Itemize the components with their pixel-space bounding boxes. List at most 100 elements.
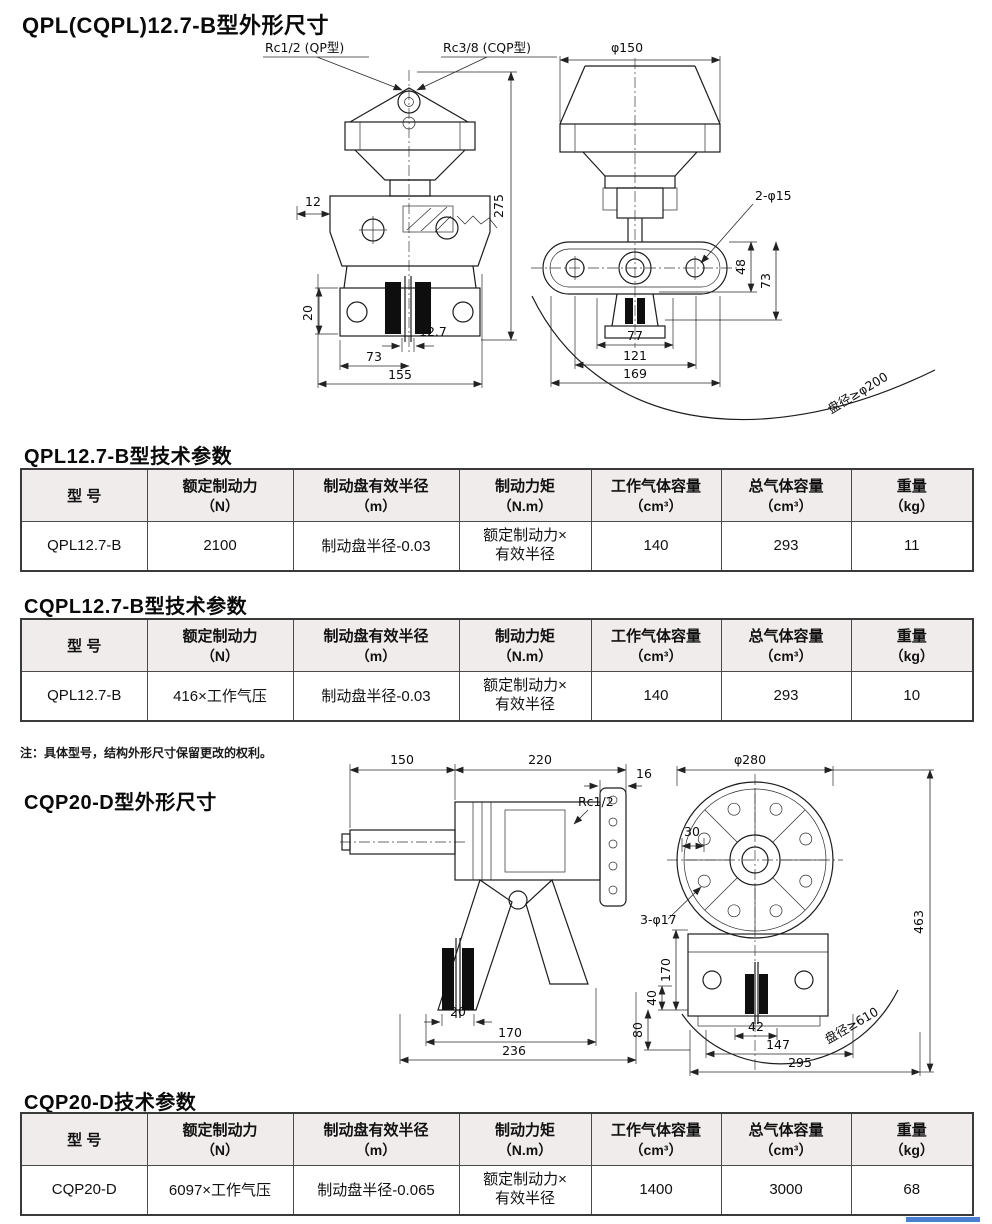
dim-463: 463 <box>911 910 926 934</box>
qpl-side-dimensions: 12 20 275 12.7 73 155 <box>296 71 517 388</box>
cell-working-volume: 140 <box>590 520 722 572</box>
cell-torque: 额定制动力× 有效半径 <box>458 1164 592 1216</box>
dim-phi280: φ280 <box>734 752 766 767</box>
col-total-volume: 总气体容量（cm³） <box>720 468 852 522</box>
cqp-side-view <box>340 787 627 1018</box>
cell-effective-radius: 制动盘半径-0.065 <box>292 1164 460 1216</box>
cell-total-volume: 3000 <box>720 1164 852 1216</box>
col-working-volume: 工作气体容量（cm³） <box>590 1112 722 1166</box>
col-torque: 制动力矩（N.m） <box>458 1112 592 1166</box>
dim-80: 80 <box>630 1022 645 1038</box>
col-rated-force: 额定制动力（N） <box>146 618 294 672</box>
port-label-rc12: Rc1/2 <box>578 794 614 809</box>
qpl-outline-title: QPL(CQPL)12.7-B型外形尺寸 <box>22 13 330 38</box>
page-accent-bar <box>906 1217 980 1222</box>
dim-295: 295 <box>788 1055 812 1070</box>
col-weight: 重量（kg） <box>850 468 974 522</box>
cqp-front-view <box>667 774 899 1072</box>
cell-model: CQP20-D <box>20 1164 148 1216</box>
table-header-row: 型 号 额定制动力（N） 制动盘有效半径（m） 制动力矩（N.m） 工作气体容量… <box>20 618 974 672</box>
cell-torque: 额定制动力× 有效半径 <box>458 670 592 722</box>
table-row: QPL12.7-B 2100 制动盘半径-0.03 额定制动力× 有效半径 14… <box>20 520 974 572</box>
cell-total-volume: 293 <box>720 520 852 572</box>
cell-working-volume: 1400 <box>590 1164 722 1216</box>
col-weight: 重量（kg） <box>850 1112 974 1166</box>
dim-20: 20 <box>300 305 315 321</box>
cell-weight: 10 <box>850 670 974 722</box>
cqpl-params-title: CQPL12.7-B型技术参数 <box>24 596 248 618</box>
cell-model: QPL12.7-B <box>20 520 148 572</box>
dim-121: 121 <box>623 348 647 363</box>
table-header-row: 型 号 额定制动力（N） 制动盘有效半径（m） 制动力矩（N.m） 工作气体容量… <box>20 1112 974 1166</box>
col-total-volume: 总气体容量（cm³） <box>720 618 852 672</box>
dim-220: 220 <box>528 752 552 767</box>
dim-150: 150 <box>390 752 414 767</box>
cell-rated-force: 416×工作气压 <box>146 670 294 722</box>
dim-12-7: 12.7 <box>419 324 447 339</box>
col-model: 型 号 <box>20 468 148 522</box>
dim-20: 20 <box>450 1004 466 1019</box>
footnote: 注：具体型号，结构外形尺寸保留更改的权利。 <box>20 746 273 760</box>
cell-torque: 额定制动力× 有效半径 <box>458 520 592 572</box>
col-effective-radius: 制动盘有效半径（m） <box>292 618 460 672</box>
dim-48: 48 <box>733 259 748 275</box>
dim-16: 16 <box>636 766 652 781</box>
col-model: 型 号 <box>20 1112 148 1166</box>
col-torque: 制动力矩（N.m） <box>458 468 592 522</box>
cqp-outline-drawing: 150 220 16 Rc1/2 20 170 236 <box>340 752 934 1076</box>
cell-working-volume: 140 <box>590 670 722 722</box>
table-header-row: 型 号 额定制动力（N） 制动盘有效半径（m） 制动力矩（N.m） 工作气体容量… <box>20 468 974 522</box>
cell-model: QPL12.7-B <box>20 670 148 722</box>
qpl-port-labels: Rc1/2 (QP型) Rc3/8 (CQP型) <box>263 40 557 91</box>
cell-total-volume: 293 <box>720 670 852 722</box>
cqp-front-dimensions: φ280 30 3-φ17 170 40 80 42 147 295 463 <box>630 752 934 1076</box>
col-effective-radius: 制动盘有效半径（m） <box>292 468 460 522</box>
cqp-side-dimensions: 150 220 16 Rc1/2 20 170 236 <box>349 752 652 1064</box>
dim-275: 275 <box>491 194 506 218</box>
dim-30: 30 <box>684 824 700 839</box>
cqp-params-table: 型 号 额定制动力（N） 制动盘有效半径（m） 制动力矩（N.m） 工作气体容量… <box>20 1112 974 1216</box>
qpl-params-title: QPL12.7-B型技术参数 <box>24 446 233 468</box>
col-effective-radius: 制动盘有效半径（m） <box>292 1112 460 1166</box>
qpl-side-view <box>329 70 498 352</box>
cell-effective-radius: 制动盘半径-0.03 <box>292 520 460 572</box>
dim-73-bottom: 73 <box>366 349 382 364</box>
col-model: 型 号 <box>20 618 148 672</box>
dim-170-bottom: 170 <box>498 1025 522 1040</box>
col-rated-force: 额定制动力（N） <box>146 1112 294 1166</box>
col-rated-force: 额定制动力（N） <box>146 468 294 522</box>
cqp-params-title: CQP20-D技术参数 <box>24 1092 197 1114</box>
dim-73-right: 73 <box>758 273 773 289</box>
col-torque: 制动力矩（N.m） <box>458 618 592 672</box>
dim-42: 42 <box>748 1019 764 1034</box>
qpl-front-view <box>531 58 936 421</box>
col-total-volume: 总气体容量（cm³） <box>720 1112 852 1166</box>
col-working-volume: 工作气体容量（cm³） <box>590 468 722 522</box>
dim-2-phi15: 2-φ15 <box>755 188 792 203</box>
dim-169: 169 <box>623 366 647 381</box>
cell-effective-radius: 制动盘半径-0.03 <box>292 670 460 722</box>
col-weight: 重量（kg） <box>850 618 974 672</box>
dim-12: 12 <box>305 194 321 209</box>
port-label-qp: Rc1/2 (QP型) <box>265 40 344 55</box>
cqp-outline-title: CQP20-D型外形尺寸 <box>24 792 217 814</box>
port-label-cqp: Rc3/8 (CQP型) <box>443 40 531 55</box>
qpl-front-dimensions: φ150 2-φ15 48 73 77 121 169 盘径≥φ200 <box>550 40 891 417</box>
qpl-outline-drawing: Rc1/2 (QP型) Rc3/8 (CQP型) <box>263 40 936 421</box>
dim-147: 147 <box>766 1037 790 1052</box>
qpl-params-table: 型 号 额定制动力（N） 制动盘有效半径（m） 制动力矩（N.m） 工作气体容量… <box>20 468 974 572</box>
dim-77: 77 <box>627 328 643 343</box>
dim-170-vert: 170 <box>658 958 673 982</box>
dim-phi150: φ150 <box>611 40 643 55</box>
cell-weight: 68 <box>850 1164 974 1216</box>
dim-236: 236 <box>502 1043 526 1058</box>
cqpl-params-table: 型 号 额定制动力（N） 制动盘有效半径（m） 制动力矩（N.m） 工作气体容量… <box>20 618 974 722</box>
cell-rated-force: 2100 <box>146 520 294 572</box>
col-working-volume: 工作气体容量（cm³） <box>590 618 722 672</box>
cell-rated-force: 6097×工作气压 <box>146 1164 294 1216</box>
dim-155: 155 <box>388 367 412 382</box>
dim-40: 40 <box>644 990 659 1006</box>
table-row: QPL12.7-B 416×工作气压 制动盘半径-0.03 额定制动力× 有效半… <box>20 670 974 722</box>
table-row: CQP20-D 6097×工作气压 制动盘半径-0.065 额定制动力× 有效半… <box>20 1164 974 1216</box>
dim-3-phi17: 3-φ17 <box>640 912 677 927</box>
